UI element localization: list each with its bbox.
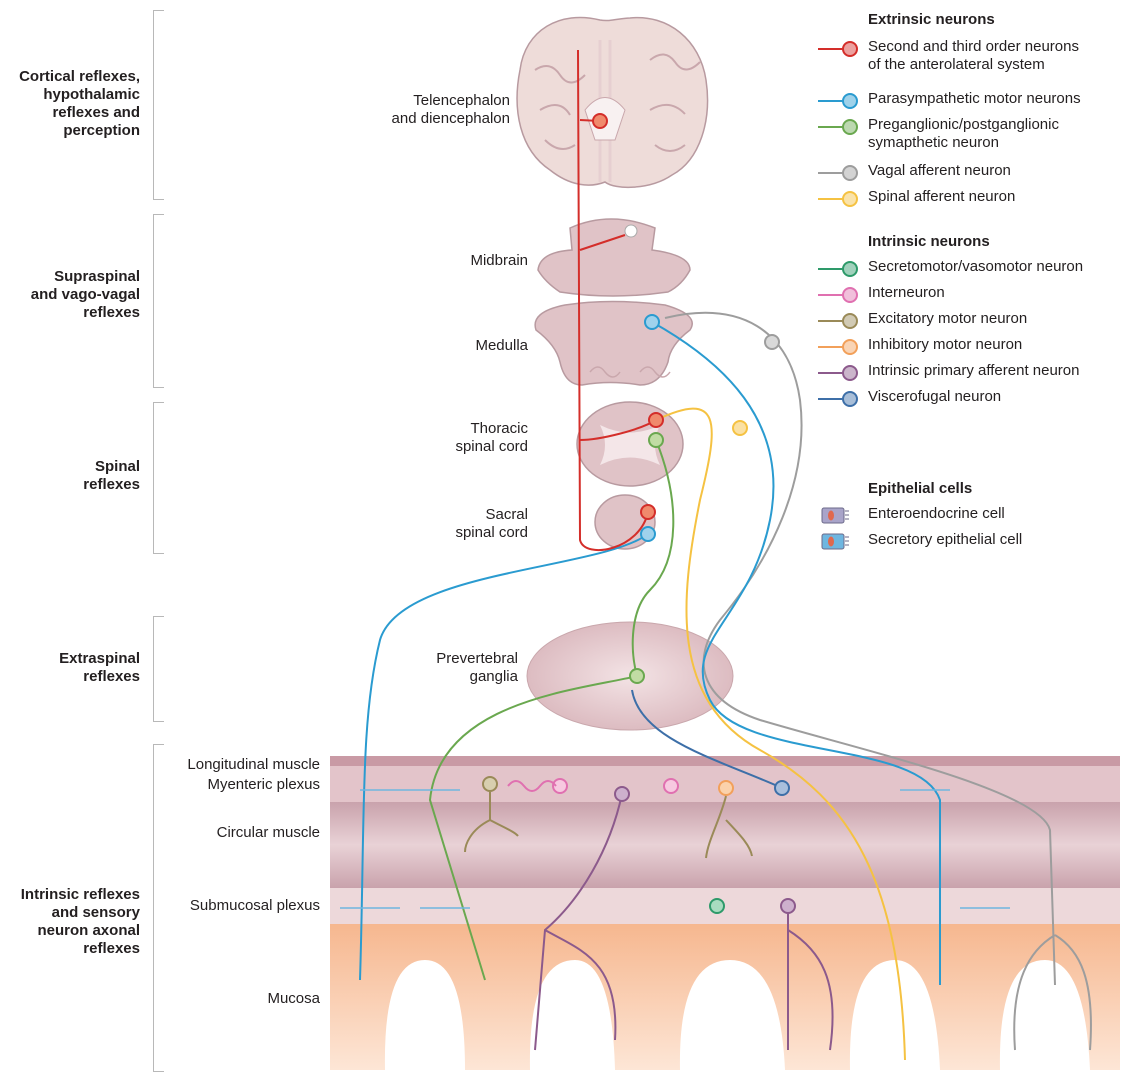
legend-extrinsic-item-1: Parasympathetic motor neurons: [818, 90, 1081, 116]
legend-extrinsic-item-label: Preganglionic/postganglionic symapthetic…: [868, 116, 1059, 152]
legend-epithelial-title: Epithelial cells: [868, 480, 972, 498]
legend-intrinsic-item-label: Interneuron: [868, 284, 945, 302]
legend-intrinsic-item-2: Excitatory motor neuron: [818, 310, 1027, 336]
legend-intrinsic-item-1: Interneuron: [818, 284, 945, 310]
legend-intrinsic-item-0: Secretomotor/vasomotor neuron: [818, 258, 1083, 284]
label-telencephalon: Telencephalon and diencephalon: [360, 92, 510, 128]
label-myenteric-plexus: Myenteric plexus: [150, 776, 320, 794]
legend-extrinsic-item-label: Second and third order neurons of the an…: [868, 38, 1079, 74]
neuron-icon: [818, 38, 862, 64]
neuron-icon: [818, 388, 862, 414]
legend-epithelial-item-label: Secretory epithelial cell: [868, 531, 1022, 549]
neuron-icon: [818, 310, 862, 336]
label-circular-muscle: Circular muscle: [150, 824, 320, 842]
label-medulla: Medulla: [380, 337, 528, 355]
label-submucosal-plexus: Submucosal plexus: [150, 897, 320, 915]
legend-extrinsic-title: Extrinsic neurons: [868, 11, 995, 29]
legend-intrinsic-item-label: Inhibitory motor neuron: [868, 336, 1022, 354]
legend-intrinsic-item-label: Viscerofugal neuron: [868, 388, 1001, 406]
legend-extrinsic-item-0: Second and third order neurons of the an…: [818, 38, 1079, 74]
neuron-icon: [818, 284, 862, 310]
neuron-icon: [818, 362, 862, 388]
legend-epithelial-item-1: Secretory epithelial cell: [818, 531, 1022, 557]
legend-intrinsic-item-4: Intrinsic primary afferent neuron: [818, 362, 1080, 388]
legend-extrinsic-item-2: Preganglionic/postganglionic symapthetic…: [818, 116, 1059, 152]
medulla-shape: [535, 302, 692, 386]
legend-intrinsic-item-label: Excitatory motor neuron: [868, 310, 1027, 328]
epithelial-cell-icon: [818, 505, 862, 531]
label-thoracic: Thoracic spinal cord: [400, 420, 528, 456]
legend-epithelial-item-0: Enteroendocrine cell: [818, 505, 1005, 531]
legend-intrinsic-item-5: Viscerofugal neuron: [818, 388, 1001, 414]
midbrain-shape: [538, 219, 690, 296]
neuron-icon: [818, 162, 862, 188]
legend-intrinsic-title: Intrinsic neurons: [868, 233, 990, 251]
legend-extrinsic-item-label: Spinal afferent neuron: [868, 188, 1015, 206]
neuron-icon: [818, 116, 862, 142]
legend-intrinsic-item-label: Secretomotor/vasomotor neuron: [868, 258, 1083, 276]
label-midbrain: Midbrain: [380, 252, 528, 270]
label-sacral: Sacral spinal cord: [400, 506, 528, 542]
legend-intrinsic-item-3: Inhibitory motor neuron: [818, 336, 1022, 362]
label-mucosa: Mucosa: [150, 990, 320, 1008]
label-longitudinal-muscle: Longitudinal muscle: [150, 756, 320, 774]
legend-extrinsic-item-4: Spinal afferent neuron: [818, 188, 1015, 214]
label-prevertebral: Prevertebral ganglia: [400, 650, 518, 686]
legend-extrinsic-item-label: Parasympathetic motor neurons: [868, 90, 1081, 108]
neuron-icon: [818, 90, 862, 116]
neuron-icon: [818, 336, 862, 362]
neuron-icon: [818, 258, 862, 284]
brain-section: [517, 17, 707, 187]
legend-extrinsic-item-label: Vagal afferent neuron: [868, 162, 1011, 180]
legend-epithelial-item-label: Enteroendocrine cell: [868, 505, 1005, 523]
legend-extrinsic-item-3: Vagal afferent neuron: [818, 162, 1011, 188]
legend-intrinsic-item-label: Intrinsic primary afferent neuron: [868, 362, 1080, 380]
neuron-icon: [818, 188, 862, 214]
epithelial-cell-icon: [818, 531, 862, 557]
